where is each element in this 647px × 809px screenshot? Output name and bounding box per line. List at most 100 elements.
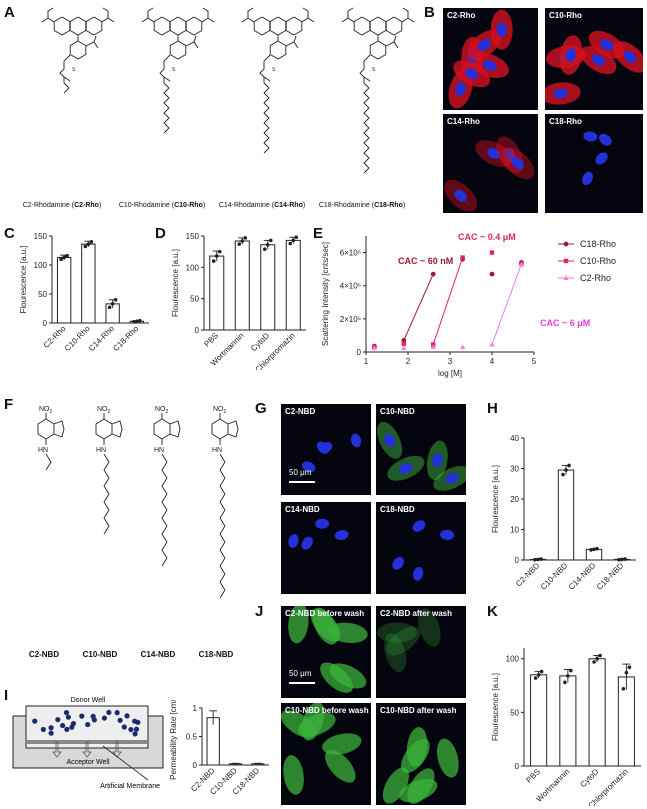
data-point <box>489 250 495 255</box>
y-tick-label: 0 <box>357 348 362 357</box>
y-tick-label: 100 <box>506 655 520 664</box>
y-tick-label: 6×10⁶ <box>340 249 361 258</box>
y-tick-label: 50 <box>38 290 47 299</box>
bar <box>234 240 250 331</box>
y-tick-label: 150 <box>186 232 200 241</box>
rhodamine-structure: S <box>141 7 215 134</box>
legend-marker <box>563 258 569 264</box>
nitro-group: NO2 <box>155 406 169 415</box>
cell-cytoplasm <box>399 778 438 803</box>
fit-line <box>491 263 522 345</box>
data-point <box>536 673 541 677</box>
micro-label: C2-NBD after wash <box>380 609 453 618</box>
nbd-name: C14-NBD <box>140 650 176 659</box>
molecule-dot <box>69 724 75 730</box>
data-point <box>65 253 69 258</box>
data-point <box>460 344 466 350</box>
data-point <box>563 680 567 685</box>
compound-code: C2-Rho <box>74 202 99 209</box>
bar <box>81 243 96 324</box>
compound-code: C14-Rho <box>274 202 303 209</box>
molecule-dot <box>128 726 134 733</box>
micro-label: C10-Rho <box>549 11 582 20</box>
panel-label-k: K <box>487 603 498 620</box>
data-point <box>595 546 599 551</box>
y-axis-label: Flourescence [a.u.] <box>171 249 180 317</box>
data-point <box>566 674 570 678</box>
data-point <box>211 259 216 263</box>
fit-line <box>432 257 464 345</box>
nbd-name: C10-NBD <box>82 650 118 659</box>
y-axis-label: Permeability Rate [cm/s] <box>169 700 178 780</box>
data-point <box>113 298 118 302</box>
cell-nucleus <box>565 48 577 62</box>
data-point <box>617 557 621 562</box>
rhodamine-structure: S <box>241 7 315 154</box>
bar <box>56 256 72 324</box>
x-tick-label: CytoD <box>578 767 600 789</box>
data-point <box>589 548 593 552</box>
data-point <box>598 653 602 658</box>
y-axis-label: Flourescence [a.u.] <box>491 465 500 533</box>
rhodamine-structure: S <box>41 7 115 94</box>
x-tick-label: 4 <box>490 357 495 366</box>
legend-label: C10-Rho <box>580 256 616 266</box>
data-point <box>489 341 495 347</box>
panel-label-e: E <box>313 225 324 242</box>
scalebar-label: 50 μm <box>289 669 312 678</box>
micro-c18-rho: C18-Rho <box>545 114 643 213</box>
data-point <box>430 344 436 350</box>
micro-label: C10-NBD after wash <box>380 706 457 715</box>
data-point <box>268 238 273 243</box>
y-axis-label: Flourescence [a.u.] <box>19 245 28 313</box>
data-point <box>135 319 139 324</box>
data-point <box>401 345 407 350</box>
cell-nucleus <box>399 462 413 474</box>
compound-code: C18-Rho <box>374 202 403 209</box>
cell-nucleus <box>487 147 501 159</box>
cell-nucleus <box>511 157 524 170</box>
molecule-dot <box>48 730 54 736</box>
micro-c2-nbd: C2-NBD 50 μm <box>281 404 371 495</box>
cell-nucleus <box>504 148 516 162</box>
micro-label: C18-Rho <box>549 117 582 126</box>
bar <box>260 244 276 331</box>
molecule-dot <box>63 709 70 716</box>
data-point <box>536 557 540 562</box>
svg-text:S: S <box>272 67 276 73</box>
molecule-dot <box>133 726 140 732</box>
x-tick-label: PBS <box>202 331 220 349</box>
cell-nucleus <box>583 131 598 142</box>
data-point <box>214 254 219 258</box>
bar <box>557 469 575 561</box>
data-point <box>291 238 296 243</box>
cell-nucleus <box>301 536 313 550</box>
cell-nucleus <box>465 68 479 80</box>
cell-nucleus <box>553 88 568 99</box>
data-point <box>83 244 88 249</box>
data-point <box>592 547 596 552</box>
cell-nucleus <box>334 530 349 541</box>
cell-cytoplasm <box>325 749 356 783</box>
molecule-dot <box>60 722 66 729</box>
x-tick-label: C18-Rho <box>111 324 140 353</box>
molecule-dot <box>48 725 54 731</box>
molecule-dot <box>106 709 112 716</box>
micro-label: C2-NBD <box>285 407 316 416</box>
data-point <box>59 257 63 261</box>
data-point <box>371 345 377 350</box>
cell-nucleus <box>392 556 404 570</box>
cac-annotation: CAC ~ 0.4 μM <box>458 232 516 242</box>
bar <box>530 674 548 767</box>
cell-nucleus <box>599 133 612 146</box>
cell-nucleus <box>595 152 608 165</box>
micro-c10-nbd-after: C10-NBD after wash <box>376 703 466 805</box>
compound-suffix: ) <box>302 202 306 209</box>
cell-nucleus <box>600 39 614 51</box>
cell-cytoplasm <box>384 633 407 673</box>
molecule-dot <box>85 721 91 728</box>
